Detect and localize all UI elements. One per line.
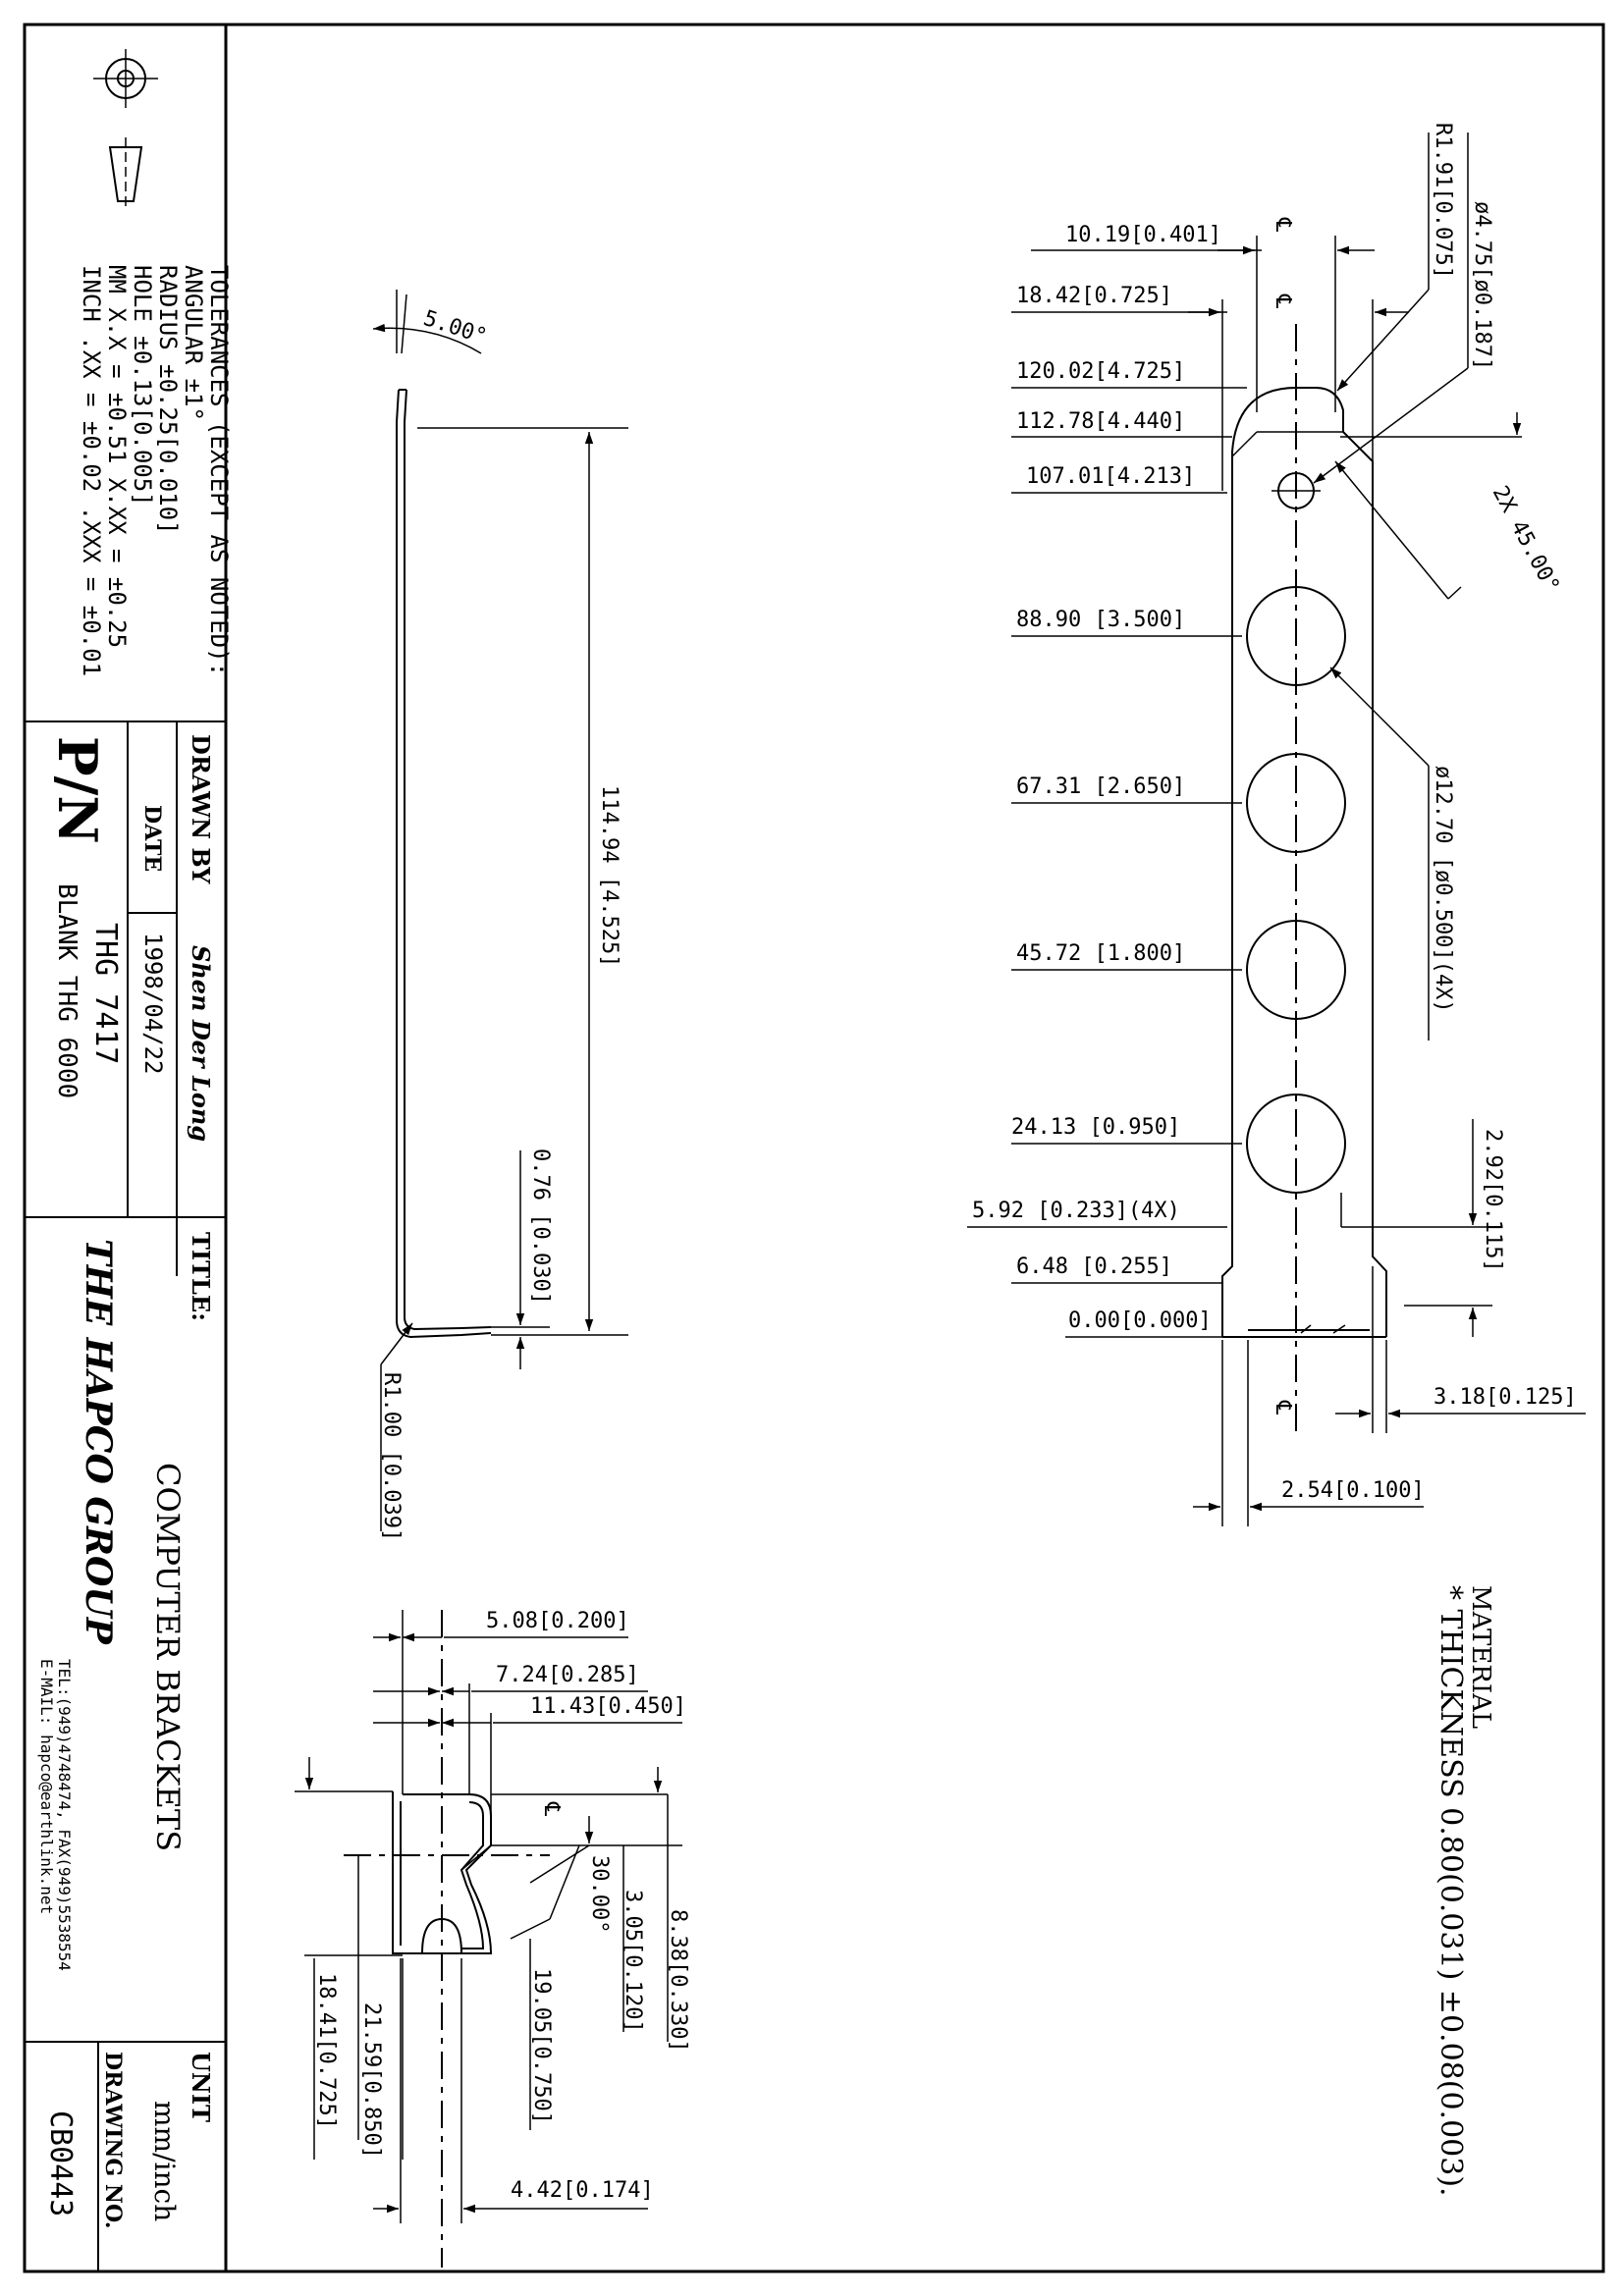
- material-note: MATERIAL * THICKNESS 0.80(0.031) ±0.08(0…: [1434, 1585, 1495, 2197]
- hole-3: [1246, 920, 1346, 1020]
- unit-value: mm/inch: [148, 2101, 181, 2221]
- drawn-by-label: DRAWN BY: [187, 734, 215, 884]
- tolerance-hole: HOLE ±0.13[0.005]: [129, 265, 156, 507]
- flat-large-holes-dim: ø12.70 [ø0.500](4X): [1431, 766, 1455, 1013]
- hole-1: [1246, 586, 1346, 686]
- title-block: TOLERANCES (EXCEPT AS NOTED): ANGULAR ±1…: [25, 25, 233, 2271]
- side-view: 5.00° 114.94 [4.525] 0.76 [0.030] R1.00 …: [372, 290, 628, 1541]
- tolerances-heading: TOLERANCES (EXCEPT AS NOTED):: [205, 265, 233, 676]
- flat-tab-offset-dim: 3.18[0.125]: [1434, 1385, 1577, 1410]
- end-dim-18-41: 18.41[0.725]: [314, 1973, 339, 2129]
- flat-dim-120-02: 120.02[4.725]: [1016, 359, 1185, 384]
- hole-2: [1246, 753, 1346, 853]
- end-dim-21-59: 21.59[0.850]: [359, 2002, 384, 2159]
- flat-centerline-symbol-2: ℄: [1271, 294, 1295, 309]
- end-view: 5.08[0.200] 7.24[0.285] 11.43[0.450] 18.…: [295, 1609, 690, 2268]
- flat-dim-10-19: 10.19[0.401]: [1065, 223, 1221, 247]
- hole-4: [1246, 1094, 1346, 1194]
- flat-dim-5-92: 5.92 [0.233](4X): [972, 1199, 1180, 1223]
- end-centerline-symbol: ℄: [539, 1801, 564, 1817]
- tolerance-angular: ANGULAR ±1°: [180, 265, 207, 421]
- side-thickness-dim: 0.76 [0.030]: [528, 1148, 553, 1305]
- end-dim-7-24: 7.24[0.285]: [496, 1663, 639, 1687]
- tolerance-inch: INCH .XX = ±0.02 .XXX = ±0.01: [78, 265, 105, 676]
- side-length-dim: 114.94 [4.525]: [597, 785, 622, 967]
- flat-centerline-symbol-3: ℄: [1271, 1400, 1295, 1415]
- flat-small-hole-dim: ø4.75[ø0.187]: [1470, 201, 1494, 370]
- drawing-title: COMPUTER BRACKETS: [149, 1463, 187, 1851]
- drawing-no-value: CB0443: [43, 2110, 78, 2216]
- drawn-by-value: Shen Der Long: [187, 945, 215, 1142]
- company-name: THE HAPCO GROUP: [78, 1239, 119, 1645]
- date-value: 1998/04/22: [139, 933, 167, 1075]
- end-dim-8-38: 8.38[0.330]: [666, 1909, 690, 2053]
- flat-dim-112-78: 112.78[4.440]: [1016, 409, 1185, 434]
- flat-dim-6-48: 6.48 [0.255]: [1016, 1255, 1172, 1279]
- end-dim-11-43: 11.43[0.450]: [530, 1694, 686, 1719]
- side-bend-radius-dim: R1.00 [0.039]: [379, 1372, 404, 1541]
- end-bottom-width-dim: 4.42[0.174]: [511, 2178, 654, 2203]
- flat-dim-24-13: 24.13 [0.950]: [1011, 1115, 1180, 1140]
- flat-tab-height-dim: 2.92[0.115]: [1481, 1129, 1505, 1272]
- sheet-border: [23, 23, 1605, 2273]
- company-contact-email: E-MAIL: hapco@earthlink.net: [37, 1659, 56, 1914]
- flat-small-radius-dim: R1.91[0.075]: [1431, 123, 1455, 279]
- end-dim-3-05: 3.05[0.120]: [621, 1890, 645, 2033]
- flat-view: ℄ ℄ ℄ 10.19[0.401] 18.42[0.725] 120.02[4…: [967, 123, 1586, 1526]
- tolerance-radius: RADIUS ±0.25[0.010]: [154, 265, 182, 535]
- flat-chamfer-dim: 2X 45.00°: [1488, 482, 1564, 597]
- material-thickness: * THICKNESS 0.80(0.031) ±0.08(0.003).: [1434, 1585, 1468, 2197]
- flat-width-dim: 2.54[0.100]: [1281, 1478, 1425, 1503]
- blank-part-number: BLANK THG 6000: [52, 883, 81, 1098]
- flat-dim-88-90: 88.90 [3.500]: [1016, 608, 1185, 632]
- unit-label: UNIT: [187, 2052, 215, 2122]
- flat-centerline-symbol-1: ℄: [1271, 217, 1295, 233]
- end-angle-dim: 30.00°: [587, 1855, 612, 1933]
- material-label: MATERIAL: [1466, 1585, 1495, 1729]
- flat-dim-67-31: 67.31 [2.650]: [1016, 774, 1185, 799]
- pn-label: P/N: [46, 736, 109, 844]
- tolerance-mm: MM X.X = ±0.51 X.XX = ±0.25: [103, 265, 131, 648]
- tolerances-note: TOLERANCES (EXCEPT AS NOTED): ANGULAR ±1…: [78, 265, 233, 676]
- end-dim-5-08: 5.08[0.200]: [486, 1609, 629, 1633]
- projection-symbol-icon: [93, 49, 158, 211]
- flat-dim-0-00: 0.00[0.000]: [1068, 1308, 1212, 1333]
- date-label: DATE: [139, 805, 165, 872]
- title-label: TITLE:: [187, 1232, 215, 1321]
- side-angle-dim: 5.00°: [420, 306, 490, 349]
- flat-dim-107-01: 107.01[4.213]: [1026, 464, 1195, 489]
- end-dim-19-05: 19.05[0.750]: [529, 1968, 554, 2124]
- company-contact-phone: TEL:(949)4748474, FAX(949)5538554: [55, 1659, 74, 1971]
- flat-dim-45-72: 45.72 [1.800]: [1016, 941, 1185, 966]
- pn-value: THG 7417: [88, 923, 123, 1065]
- flat-dim-18-42: 18.42[0.725]: [1016, 284, 1172, 308]
- drawing-no-label: DRAWING NO.: [100, 2052, 126, 2229]
